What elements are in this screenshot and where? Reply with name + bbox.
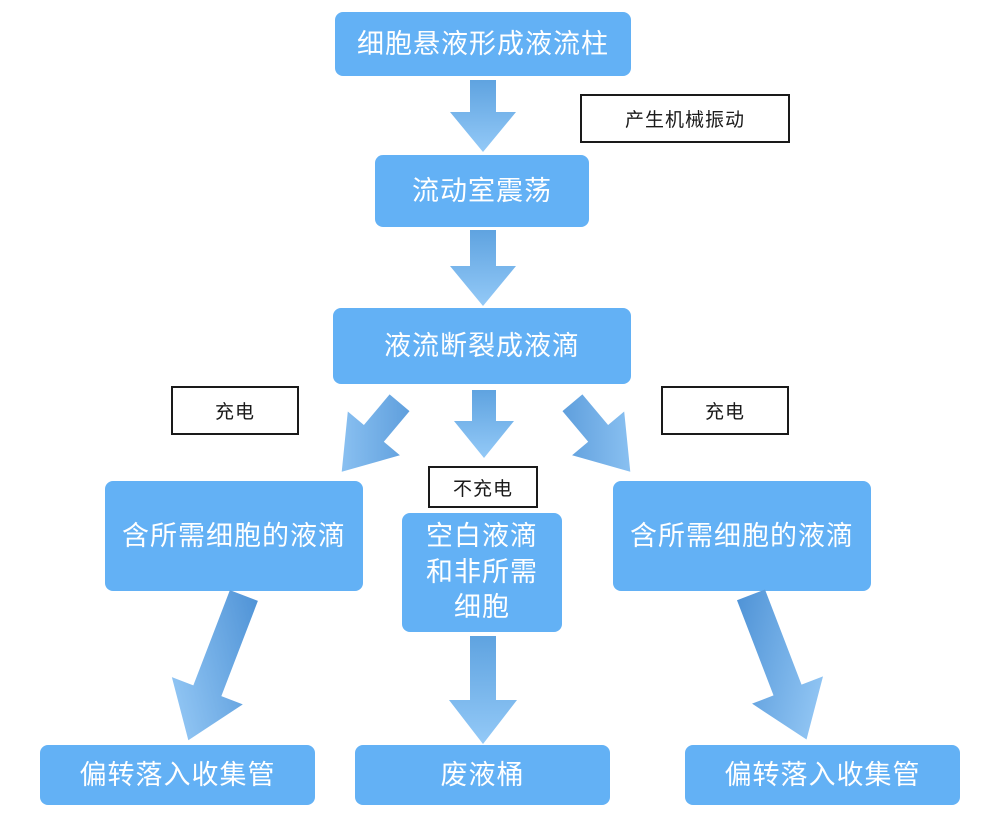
label-charge-left: 充电 xyxy=(171,386,299,435)
node-center-blank-droplet[interactable]: 空白液滴 和非所需 细胞 xyxy=(402,513,562,632)
node-right-target-droplet[interactable]: 含所需细胞的液滴 xyxy=(613,481,871,591)
node-cell-suspension-stream[interactable]: 细胞悬液形成液流柱 xyxy=(335,12,631,76)
arrow-breakup-to-right-droplet xyxy=(537,388,667,488)
arrow-stream-to-oscillate xyxy=(443,78,523,158)
label-mechanical-vibration: 产生机械振动 xyxy=(580,94,790,143)
node-stream-breaks-into-droplets[interactable]: 液流断裂成液滴 xyxy=(333,308,631,384)
node-right-collection-tube[interactable]: 偏转落入收集管 xyxy=(685,745,960,805)
arrow-breakup-to-left-droplet xyxy=(305,388,435,488)
center-droplet-line-2: 和非所需 xyxy=(426,556,538,587)
label-no-charge: 不充电 xyxy=(428,466,538,508)
arrow-left-droplet-to-collection xyxy=(140,588,290,748)
node-left-target-droplet[interactable]: 含所需细胞的液滴 xyxy=(105,481,363,591)
node-left-collection-tube[interactable]: 偏转落入收集管 xyxy=(40,745,315,805)
center-droplet-line-3: 细胞 xyxy=(454,592,510,623)
label-charge-right: 充电 xyxy=(661,386,789,435)
node-waste-container[interactable]: 废液桶 xyxy=(355,745,610,805)
arrow-center-droplet-to-waste xyxy=(443,634,523,748)
center-droplet-line-1: 空白液滴 xyxy=(426,521,538,552)
node-flow-chamber-oscillation[interactable]: 流动室震荡 xyxy=(375,155,589,227)
arrow-right-droplet-to-collection xyxy=(703,588,853,748)
arrow-breakup-to-center-droplet xyxy=(448,388,520,464)
arrow-oscillate-to-breakup xyxy=(443,228,523,312)
